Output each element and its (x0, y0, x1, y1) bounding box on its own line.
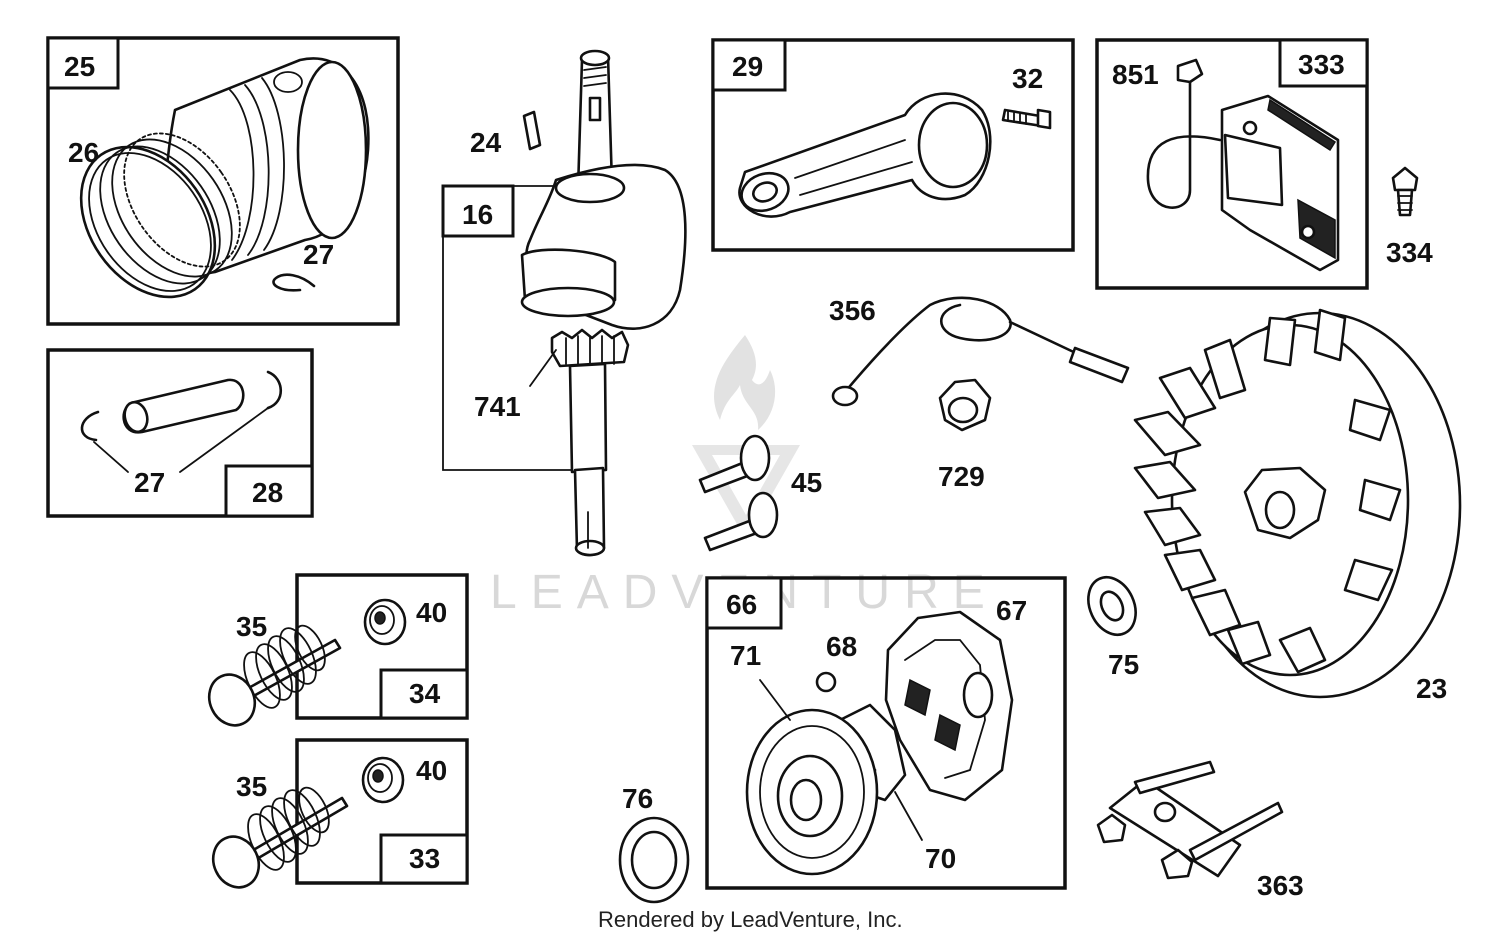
tag-16 (441, 184, 515, 238)
puller-bolt-bottom (1188, 801, 1284, 862)
group-29-connecting-rod: 29 32 (711, 38, 1075, 252)
label-729: 729 (938, 461, 985, 492)
box-28 (46, 348, 314, 518)
label-67: 67 (996, 595, 1027, 626)
woodruff-key (522, 110, 542, 151)
crankshaft-lower (568, 362, 608, 474)
tag-29 (711, 38, 787, 92)
group-76-seal: 76 (618, 783, 690, 904)
label-34: 34 (409, 678, 441, 709)
group-33-valve: 33 40 35 (211, 738, 469, 889)
group-356-ground-wire: 356 729 (829, 295, 1130, 492)
piston-ring-outer (79, 145, 217, 299)
label-334: 334 (1386, 237, 1433, 268)
group-28-wrist-pin: 28 27 (46, 348, 314, 518)
tag-34 (379, 668, 469, 720)
label-32: 32 (1012, 63, 1043, 94)
armature-screw (1391, 166, 1419, 192)
ground-wire-terminal (1176, 58, 1204, 84)
circlip (272, 273, 316, 292)
box-333 (1095, 38, 1369, 290)
label-27-top: 27 (303, 239, 334, 270)
label-28: 28 (252, 477, 283, 508)
label-26: 26 (68, 137, 99, 168)
label-33: 33 (409, 843, 440, 874)
tag-25 (46, 36, 120, 90)
box-66 (705, 576, 1067, 890)
tag-333 (1278, 38, 1369, 88)
check-ball (815, 671, 837, 693)
group-45-pins: 45 (698, 434, 822, 552)
label-35-bottom: 35 (236, 771, 267, 802)
group-333-armature: 333 851 334 (1095, 38, 1433, 290)
group-23-flywheel: 23 75 (1087, 308, 1462, 704)
group-363-puller: 363 (1096, 760, 1304, 901)
governor-housing (884, 610, 1014, 802)
label-741: 741 (474, 391, 521, 422)
puller-bolt-top (1133, 760, 1216, 795)
label-25: 25 (64, 51, 95, 82)
flywheel-fins (1133, 308, 1402, 674)
tag-66 (705, 576, 783, 630)
tag-33 (379, 833, 469, 885)
footer-credit: Rendered by LeadVenture, Inc. (598, 907, 903, 932)
label-71: 71 (730, 640, 761, 671)
ground-wire (1146, 80, 1222, 209)
valve-head (207, 673, 257, 727)
valve-spring (243, 624, 326, 709)
label-23: 23 (1416, 673, 1447, 704)
label-27-bottom: 27 (134, 467, 165, 498)
valve-spring-2 (247, 786, 330, 871)
label-66: 66 (726, 589, 757, 620)
group-66-cam: 66 71 68 67 70 (705, 576, 1067, 890)
label-333: 333 (1298, 49, 1345, 80)
label-76: 76 (622, 783, 653, 814)
label-363: 363 (1257, 870, 1304, 901)
group-16-crankshaft: 16 24 741 (441, 49, 687, 557)
label-24: 24 (470, 127, 502, 158)
label-851: 851 (1112, 59, 1159, 90)
label-35-top: 35 (236, 611, 267, 642)
ring-terminal (831, 385, 859, 407)
watermark-flame-icon (714, 335, 776, 430)
group-34-valve: 34 40 35 (207, 573, 469, 727)
box-29 (711, 38, 1075, 252)
circlip-right (266, 370, 283, 410)
label-16: 16 (462, 199, 493, 230)
label-70: 70 (925, 843, 956, 874)
tag-28 (224, 464, 314, 518)
valve-retainer (363, 598, 407, 646)
puller-nut-left (1096, 813, 1127, 844)
puller-nut-right (1160, 848, 1194, 880)
box-25 (46, 36, 400, 326)
watermark-chevron-icon (692, 445, 800, 540)
label-45: 45 (791, 467, 822, 498)
group-25-piston: 25 26 27 (46, 36, 400, 326)
label-29: 29 (732, 51, 763, 82)
label-356: 356 (829, 295, 876, 326)
valve-head-2 (211, 835, 261, 889)
circlip-left (80, 410, 100, 442)
label-68: 68 (826, 631, 857, 662)
valve-retainer-2 (361, 756, 405, 804)
label-75: 75 (1108, 649, 1139, 680)
spade-connector (1068, 346, 1130, 384)
piston-crown (296, 60, 368, 240)
label-40-top: 40 (416, 597, 447, 628)
label-40-bottom: 40 (416, 755, 447, 786)
